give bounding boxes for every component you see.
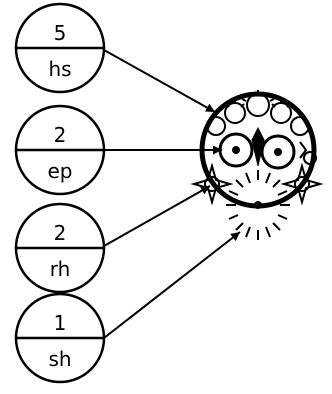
arrow-hs bbox=[103, 49, 216, 113]
legend-item-ep: 2 ep bbox=[14, 104, 106, 196]
legend-item-hs: 5 hs bbox=[14, 2, 106, 94]
legend-ep-code: ep bbox=[48, 159, 73, 183]
legend-hs-count: 5 bbox=[54, 21, 67, 45]
gear-mechanism-icon bbox=[190, 90, 324, 240]
bottom-radial-gear bbox=[226, 170, 290, 240]
top-gears bbox=[206, 90, 310, 136]
arrow-sh bbox=[103, 231, 241, 339]
legend-item-sh: 1 sh bbox=[14, 292, 106, 384]
legend-hs-code: hs bbox=[48, 57, 71, 81]
legend-rh-code: rh bbox=[50, 257, 71, 281]
rosettes bbox=[190, 162, 324, 206]
legend-sh-count: 1 bbox=[54, 311, 67, 335]
legend-sh-code: sh bbox=[48, 347, 71, 371]
legend-rh-count: 2 bbox=[54, 221, 67, 245]
legend-item-rh: 2 rh bbox=[14, 202, 106, 294]
middle-gears bbox=[218, 126, 317, 170]
arrow-rh bbox=[103, 185, 211, 247]
legend-ep-count: 2 bbox=[54, 123, 67, 147]
